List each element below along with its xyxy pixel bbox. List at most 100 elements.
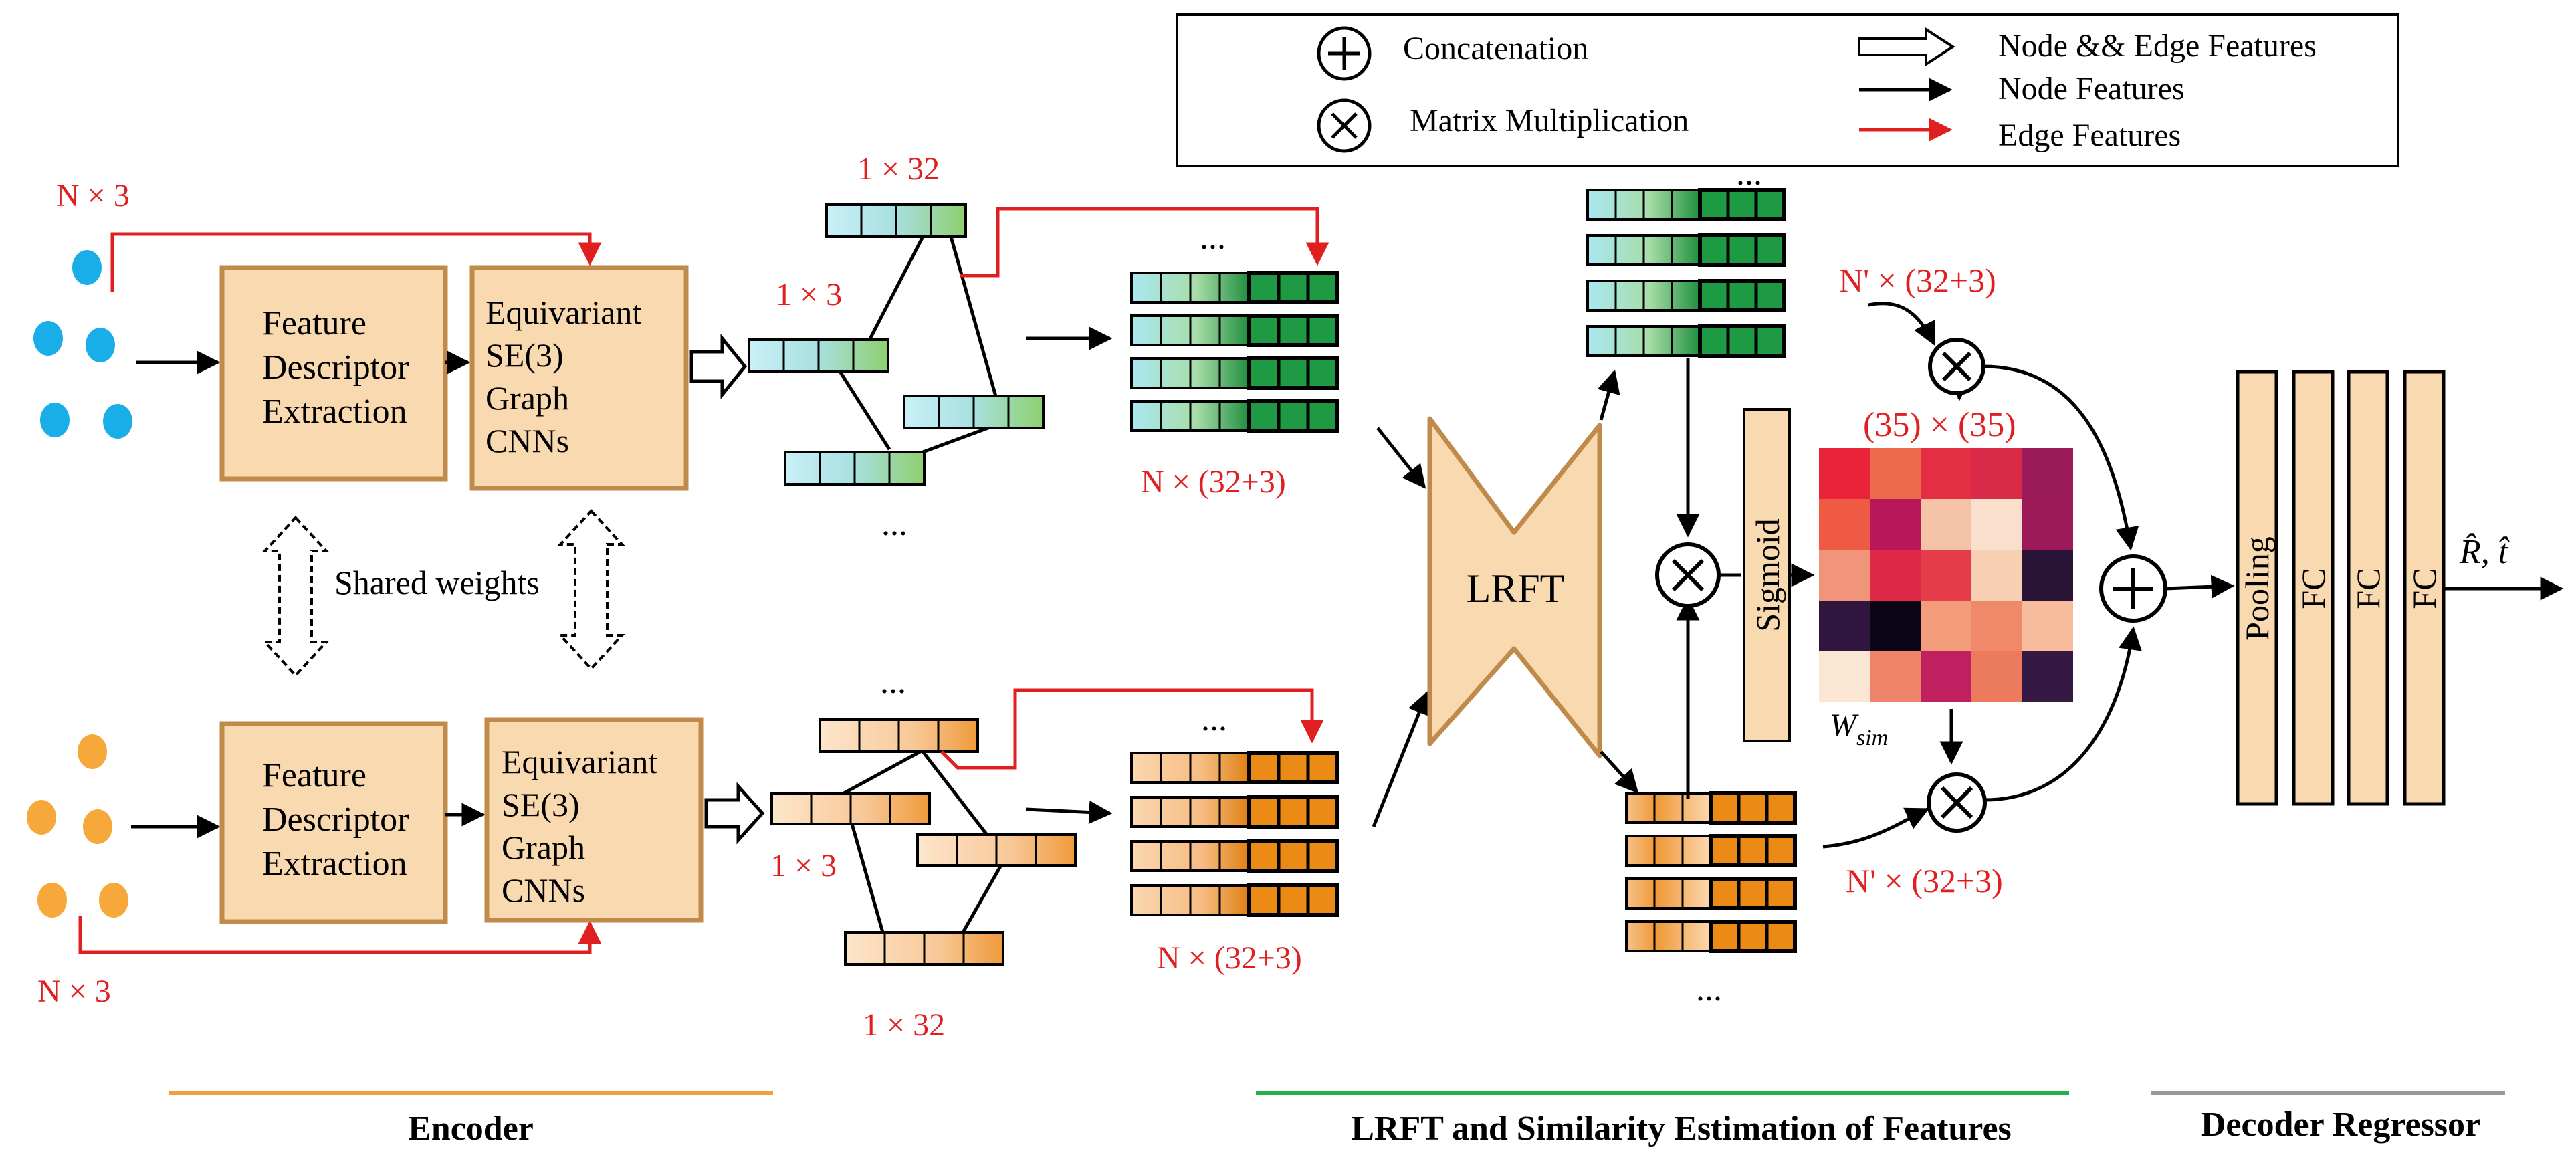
feature-box-line-1: Feature: [262, 304, 366, 342]
heatmap-cell: [2022, 601, 2073, 651]
gcnn-box-line-2: SE(3): [486, 336, 564, 374]
gcnn-box-line-1: Equivariant: [486, 294, 641, 331]
lrft-bottom-stack-row: [1625, 834, 1797, 867]
top-stack-row: [1130, 356, 1339, 390]
heatmap-cell: [1870, 651, 1921, 702]
lrft-bottom-label: N' × (32+3): [1846, 862, 2003, 899]
top-graph-1x32-label: 1 × 32: [857, 151, 940, 187]
bottom-stack-row: [1130, 883, 1339, 917]
encoder-top: N × 3 Feature Descriptor Extraction Equi…: [33, 178, 748, 491]
heatmap-cell: [1971, 448, 2022, 499]
bottom-stack-row: [1130, 751, 1339, 784]
heatmap-cell: [1819, 651, 1870, 702]
matmul-node-bottom: [1927, 772, 1987, 833]
hollow-arrow-icon: [1858, 27, 1955, 67]
heatmap-cell: [2022, 448, 2073, 499]
feature-box-line-3: Extraction: [262, 845, 407, 883]
gcnn-box-line-1: Equivariant: [502, 743, 657, 780]
bottom-graph: ... 1 × 3 1 × 32: [770, 663, 1324, 1043]
heatmap-cell: [1971, 550, 2022, 601]
section-labels: Encoder LRFT and Similarity Estimation o…: [169, 1091, 2505, 1148]
lrft-bottom-ellipsis: ...: [1696, 970, 1722, 1009]
top-graph-1x3-label: 1 × 3: [776, 277, 842, 312]
lrft-top-ellipsis: ...: [1736, 154, 1762, 193]
top-graph-edge-arrow: [960, 207, 1329, 278]
legend: Concatenation Matrix Multiplication Node…: [1176, 13, 2399, 167]
blue-point-cloud: [33, 250, 132, 439]
shared-weight-arrow-left: [261, 516, 330, 677]
heatmap-cell: [1921, 601, 1971, 651]
w-sim-label: Wsim: [1830, 708, 1888, 750]
heatmap-cell: [1870, 601, 1921, 651]
heatmap-cell: [1921, 499, 1971, 550]
fc-block-2: [2347, 370, 2389, 806]
gcnn-box-line-4: CNNs: [502, 871, 585, 909]
heatmap-cell: [1971, 499, 2022, 550]
top-graph: 1 × 32 1 × 3 ...: [748, 151, 1329, 543]
bottom-feature-extraction-box: Feature Descriptor Extraction: [219, 721, 448, 924]
lrft-top-output: ... N' × (32+3): [1586, 154, 1996, 358]
top-feature-extraction-box: Feature Descriptor Extraction: [219, 265, 448, 482]
bottom-graph-edge-arrow: [940, 688, 1324, 770]
legend-node-edge-label: Node && Edge Features: [1998, 28, 2317, 64]
shared-weights-label: Shared weights: [334, 564, 540, 601]
heatmap-cell: [1971, 601, 2022, 651]
top-stack-ellipsis: ...: [1200, 219, 1226, 257]
concatenation-node: [2099, 554, 2167, 623]
fc-label-1: FC: [2294, 568, 2332, 609]
heatmap-cell: [1921, 651, 1971, 702]
matrix-size-label: (35) × (35): [1863, 406, 2016, 444]
lrft-bottom-stack-row: [1625, 791, 1797, 825]
legend-node-label: Node Features: [1998, 71, 2185, 106]
sigmoid-label: Sigmoid: [1749, 518, 1786, 631]
fc-label-2: FC: [2349, 568, 2387, 609]
legend-concatenation-label: Concatenation: [1403, 31, 1588, 66]
top-stack-label: N × (32+3): [1141, 464, 1286, 500]
lrft-bottom-output: ... N' × (32+3): [1625, 791, 2003, 1009]
shared-weights: Shared weights: [261, 509, 625, 677]
gcnn-box-line-3: Graph: [502, 829, 585, 866]
bottom-graph-1x3-label: 1 × 3: [770, 848, 837, 883]
heatmap-cell: [1870, 550, 1921, 601]
bottom-graph-1x32-label: 1 × 32: [863, 1007, 945, 1043]
top-stack-row: [1130, 399, 1339, 433]
similarity-section: Sigmoid (35) × (35) Wsim: [1655, 302, 2235, 849]
heatmap-cell: [1819, 601, 1870, 651]
feature-box-line-2: Descriptor: [262, 801, 409, 839]
bottom-stack-row: [1130, 795, 1339, 829]
heatmap-cell: [2022, 499, 2073, 550]
bottom-input-label: N × 3: [37, 974, 111, 1009]
bottom-graph-ellipsis: ...: [880, 663, 906, 701]
decoder-regressor: Pooling FC FC FC R̂, t̂: [2236, 370, 2564, 806]
bottom-hollow-arrow: [704, 782, 765, 845]
lrft-block: LRFT: [1427, 369, 1639, 794]
heatmap-cell: [1870, 448, 1921, 499]
bottom-edge-arrow: [78, 916, 602, 954]
pooling-label: Pooling: [2238, 536, 2276, 641]
lrft-top-label: N' × (32+3): [1839, 261, 1996, 299]
bottom-gcnn-box: Equivariant SE(3) Graph CNNs: [484, 717, 704, 923]
top-feature-stack: ... N × (32+3): [1130, 219, 1426, 500]
bottom-stack-row: [1130, 839, 1339, 873]
lrft-bottom-stack-row: [1625, 920, 1797, 953]
matrix-multiplication-icon: [1317, 98, 1372, 153]
heatmap-cell: [1819, 448, 1870, 499]
lrft-top-stack-row: [1586, 233, 1786, 267]
section-lrft: LRFT and Similarity Estimation of Featur…: [1351, 1109, 2012, 1148]
section-decoder: Decoder Regressor: [2201, 1105, 2480, 1144]
feature-box-line-2: Descriptor: [262, 348, 409, 387]
top-graph-ellipsis: ...: [881, 505, 907, 543]
matmul-node-top: [1928, 338, 1985, 395]
top-stack-row: [1130, 271, 1339, 304]
lrft-bottom-stack-row: [1625, 877, 1797, 910]
top-gcnn-box: Equivariant SE(3) Graph CNNs: [469, 265, 689, 491]
top-stack-row: [1130, 314, 1339, 347]
section-encoder: Encoder: [408, 1109, 534, 1148]
top-edge-arrow: [110, 232, 602, 292]
heatmap-cell: [1921, 448, 1971, 499]
fc-label-3: FC: [2405, 568, 2443, 609]
heatmap-cell: [2022, 550, 2073, 601]
lrft-label: LRFT: [1467, 566, 1565, 611]
heatmap-cell: [1819, 499, 1870, 550]
top-hollow-arrow: [689, 333, 748, 400]
